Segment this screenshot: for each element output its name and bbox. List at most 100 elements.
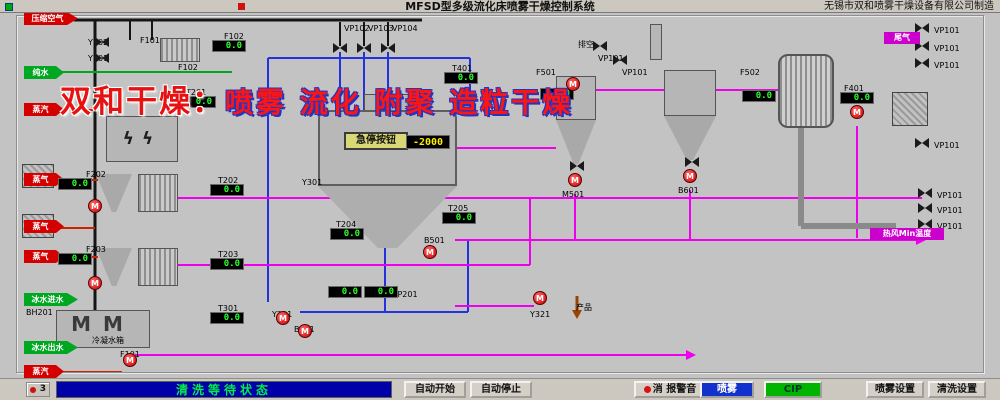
valve-icon[interactable] [918, 203, 932, 213]
equipment-tag-label: T301 [218, 304, 239, 313]
value-display: 0.0 [182, 96, 216, 108]
pump-motor-icon[interactable]: M [123, 353, 137, 367]
value-display: 0.0 [212, 40, 246, 52]
valve-icon[interactable] [593, 41, 607, 51]
button-label: 喷雾 [717, 384, 737, 395]
pump-motor-icon[interactable]: M [88, 276, 102, 290]
equipment-tag-label: BH201 [26, 308, 53, 317]
dryer-feed-hopper [364, 94, 410, 111]
valve-icon[interactable] [918, 219, 932, 229]
bag-filter: ϟϟ [106, 116, 178, 162]
pump-motor-icon[interactable]: M [683, 169, 697, 183]
heater-left-2 [138, 248, 178, 286]
flow-source-arrow: 纯水 [24, 66, 64, 79]
button-label: 自动开始 [415, 384, 455, 395]
status-message: 清洗等待状态 [56, 381, 392, 398]
heater-left-1 [138, 174, 178, 212]
company-name: 无锡市双和喷雾干燥设备有限公司制造 [824, 1, 994, 12]
line-tag: 尾气 [884, 32, 920, 44]
equipment-tag-label: T401 [452, 64, 473, 73]
valve-icon[interactable] [915, 41, 929, 51]
flow-source-arrow: 蒸汽 [24, 365, 64, 378]
equipment-tag-label: VP101 [622, 68, 648, 77]
value-display: 0.0 [210, 184, 244, 196]
valve-icon[interactable] [570, 161, 584, 171]
status-bar: 3 清洗等待状态 自动开始 自动停止 消 报警音 喷雾 CIP 喷雾设置清洗设置 [0, 378, 1000, 400]
equipment-tag-label: Y321 [530, 310, 551, 319]
exhaust-filter [892, 92, 928, 126]
alarm-sound-icon [643, 385, 651, 393]
page-title: MFSD型多级流化床喷雾干燥控制系统 [405, 0, 595, 13]
equipment-tag-label: VP102 [344, 24, 370, 33]
valve-icon[interactable] [915, 23, 929, 33]
vent-stack [650, 24, 662, 60]
auto-stop-button[interactable]: 自动停止 [470, 381, 532, 398]
equipment-tag-label: T204 [336, 220, 357, 229]
emergency-stop-button[interactable]: 急停按钮 [344, 132, 408, 150]
value-display: 0.0 [442, 212, 476, 224]
flow-source-arrow: 蒸气 [24, 220, 64, 233]
equipment-tag-label: 产品 [576, 303, 592, 312]
valve-icon[interactable] [333, 43, 347, 53]
valve-icon[interactable] [95, 37, 109, 47]
pump-motor-icon[interactable]: M [276, 311, 290, 325]
value-display: 0.0 [840, 92, 874, 104]
equipment-tag-label: F102 [178, 63, 198, 72]
pump-motor-icon[interactable]: M [298, 324, 312, 338]
valve-icon[interactable] [381, 43, 395, 53]
valve-icon[interactable] [613, 55, 627, 65]
equipment-tag-label: VP104 [392, 24, 418, 33]
dryer-pressure-display: -2000 [406, 135, 450, 149]
condensate-tank: MM [56, 310, 150, 348]
valve-icon[interactable] [357, 43, 371, 53]
equipment-tag-label: M501 [562, 190, 585, 199]
equipment-tag-label: VP101 [934, 44, 960, 53]
cip-mode-button[interactable]: CIP [764, 381, 822, 398]
pump-motor-icon[interactable]: M [533, 291, 547, 305]
status-led-icon [5, 3, 13, 11]
pump-motor-icon[interactable]: M [88, 199, 102, 213]
value-display: 0.0 [210, 312, 244, 324]
equipment-tag-label: VP201 [392, 290, 418, 299]
equipment-tag-label: F501 [536, 68, 556, 77]
flow-source-arrow: 蒸汽 [24, 103, 64, 116]
valve-icon[interactable] [915, 138, 929, 148]
button-label: 消 报警音 [652, 384, 697, 395]
valve-icon[interactable] [685, 157, 699, 167]
equipment-tag-label: F401 [844, 84, 864, 93]
equipment-tag-label: VP101 [934, 61, 960, 70]
valve-icon[interactable] [915, 58, 929, 68]
equipment-tag-label: T205 [448, 204, 469, 213]
valve-icon[interactable] [95, 53, 109, 63]
equipment-tag-label: 冷凝水箱 [92, 336, 124, 345]
value-display: 0.0 [210, 258, 244, 270]
pump-motor-icon[interactable]: M [850, 105, 864, 119]
cyclone-right-2-body [664, 70, 716, 116]
equipment-tag-label: VP101 [934, 141, 960, 150]
equipment-tag-label: Y301 [302, 178, 323, 187]
flow-source-arrow: 冰水进水 [24, 293, 78, 306]
line-tag: 热风Min温度 [870, 228, 944, 240]
mute-alarm-button[interactable]: 消 报警音 [634, 381, 706, 398]
alarm-count-box[interactable]: 3 [26, 382, 50, 397]
equipment-tag-label: VP101 [934, 26, 960, 35]
button-label: 自动停止 [481, 384, 521, 395]
valve-icon[interactable] [918, 188, 932, 198]
auto-start-button[interactable]: 自动开始 [404, 381, 466, 398]
flow-source-arrow: 蒸气 [24, 250, 64, 263]
flow-source-arrow: 冰水出水 [24, 341, 78, 354]
tank-coil-symbol: MM [71, 312, 135, 336]
electrostatic-symbol: ϟϟ [122, 129, 162, 149]
air-heater-top [160, 38, 200, 62]
spray-settings-button[interactable]: 喷雾设置 [866, 381, 924, 398]
pump-motor-icon[interactable]: M [423, 245, 437, 259]
value-display: 0.0 [742, 90, 776, 102]
clean-settings-button[interactable]: 清洗设置 [928, 381, 986, 398]
button-label: CIP [783, 384, 803, 395]
equipment-tag-label: 排空 [578, 40, 594, 49]
equipment-tag-label: F202 [86, 170, 106, 179]
equipment-tag-label: T203 [218, 250, 239, 259]
pump-motor-icon[interactable]: M [566, 77, 580, 91]
pump-motor-icon[interactable]: M [568, 173, 582, 187]
spray-mode-button[interactable]: 喷雾 [700, 381, 754, 398]
